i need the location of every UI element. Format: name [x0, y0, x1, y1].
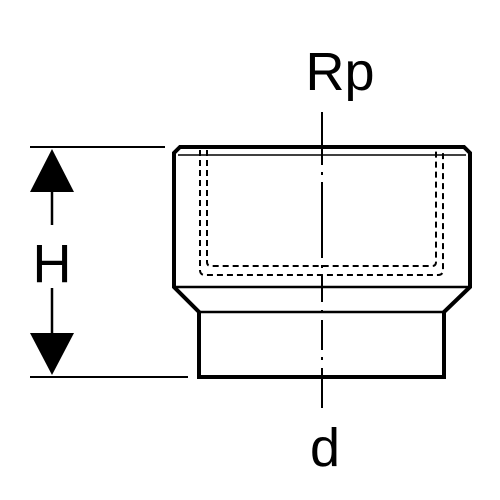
- hidden-thread-lines: [199, 150, 444, 276]
- fitting-outline: [172, 145, 472, 379]
- arrow-down-icon: [30, 333, 74, 375]
- label-d: d: [310, 418, 340, 478]
- label-h: H: [33, 234, 72, 294]
- arrow-up-icon: [30, 149, 74, 192]
- label-rp: Rp: [305, 42, 374, 102]
